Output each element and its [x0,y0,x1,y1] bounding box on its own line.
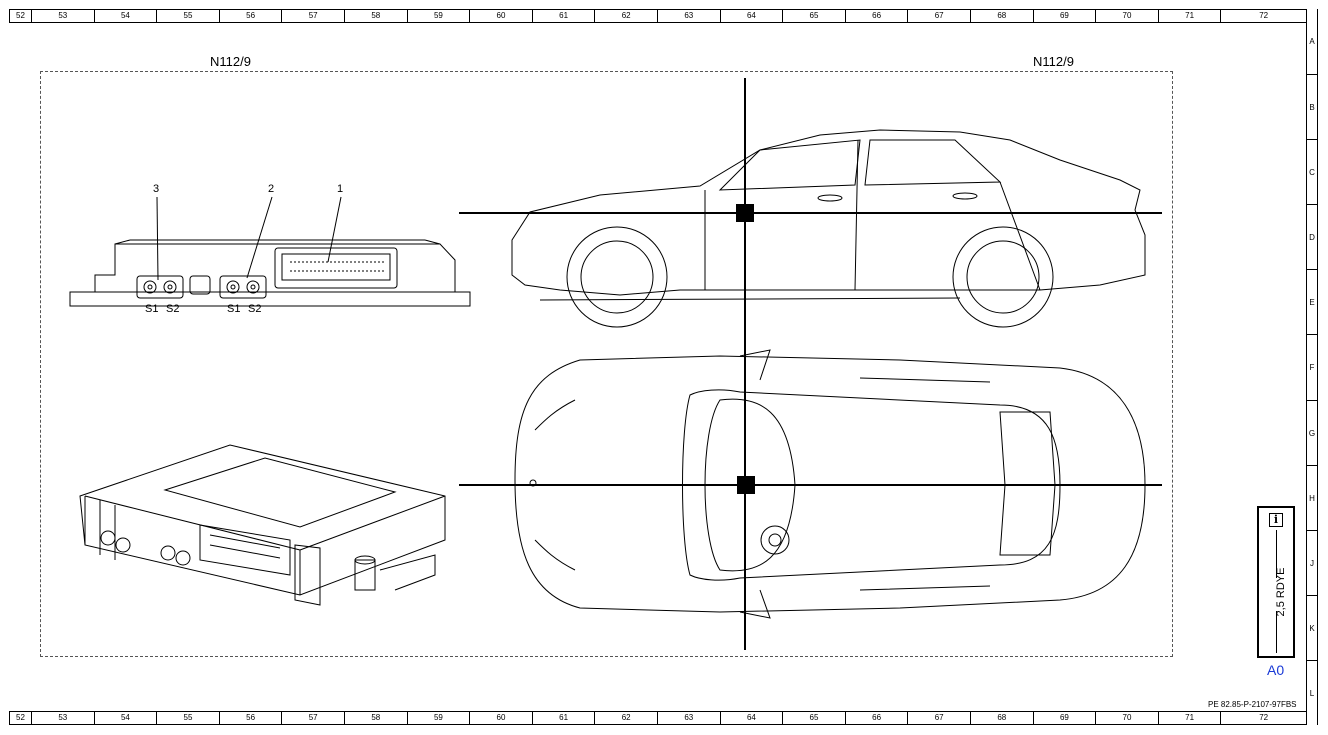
ruler-column-68: 68 [970,9,1033,23]
ruler-column-57: 57 [281,9,344,23]
ruler-row-G: G [1307,399,1317,465]
component-frame [40,71,1173,657]
legend-line-top [1276,530,1277,578]
mounting-point-top [737,476,755,494]
ruler-column-62: 62 [594,9,657,23]
ruler-row-K: K [1307,594,1317,660]
ruler-column-64: 64 [719,9,783,23]
ruler-column-63: 63 [657,9,720,23]
ruler-column-52: 52 [9,711,31,725]
callout-3: 3 [153,183,160,195]
ruler-column-55: 55 [156,711,219,725]
sheet-code: A0 [1267,662,1285,678]
info-icon: i [1269,513,1283,527]
ruler-column-66: 66 [844,711,908,725]
ruler-row-B: B [1307,74,1317,139]
ruler-column-55: 55 [156,9,219,23]
ruler-column-52: 52 [9,9,31,23]
ruler-row-F: F [1307,334,1317,399]
ruler-column-69: 69 [1032,711,1096,725]
ruler-row-A: A [1309,37,1315,46]
ruler-column-54: 54 [93,711,157,725]
legend-box: i 2,5 RDYE [1257,506,1295,658]
ruler-column-57: 57 [281,711,344,725]
callout-1: 1 [337,183,344,195]
mounting-point-side [736,204,754,222]
ruler-column-66: 66 [844,9,908,23]
ruler-column-53: 53 [31,9,94,23]
ruler-column-70: 70 [1095,9,1158,23]
ruler-column-69: 69 [1032,9,1096,23]
ruler-column-58: 58 [344,9,407,23]
ruler-column-60: 60 [469,711,532,725]
ruler-column-53: 53 [31,711,94,725]
ruler-column-59: 59 [406,711,470,725]
control-unit-front-view [69,196,471,307]
ruler-column-54: 54 [93,9,157,23]
ruler-column-72: 72 [1220,711,1306,725]
ruler-column-59: 59 [406,9,470,23]
ruler-column-68: 68 [970,711,1033,725]
ruler-column-56: 56 [218,9,282,23]
ruler-column-72: 72 [1220,9,1306,23]
ruler-column-71: 71 [1157,9,1221,23]
ruler-column-65: 65 [782,711,845,725]
component-label-left: N112/9 [210,54,251,69]
ruler-column-60: 60 [469,9,532,23]
component-label-right: N112/9 [1033,54,1074,69]
legend-line-bottom [1276,611,1277,653]
ruler-column-67: 67 [907,9,970,23]
ruler-column-61: 61 [531,9,595,23]
ruler-row-L: L [1307,659,1317,725]
ruler-column-64: 64 [719,711,783,725]
ruler-row-D: D [1307,204,1317,269]
vehicle-side-view [511,129,1146,328]
ruler-column-63: 63 [657,711,720,725]
ruler-column-71: 71 [1157,711,1221,725]
ruler-row-J: J [1307,529,1317,595]
ruler-column-62: 62 [594,711,657,725]
control-unit-iso-view [79,444,446,606]
ruler-row-H: H [1307,464,1317,530]
ruler-row-E: E [1307,269,1317,334]
document-reference: PE 82.85-P-2107-97FBS [1208,700,1297,709]
ruler-column-67: 67 [907,711,970,725]
ruler-column-58: 58 [344,711,407,725]
ruler-row-C: C [1307,139,1317,204]
ruler-column-65: 65 [782,9,845,23]
mounting-location-markers [459,78,1162,650]
ruler-column-70: 70 [1095,711,1158,725]
ruler-column-61: 61 [531,711,595,725]
callout-2: 2 [268,183,275,195]
ruler-column-56: 56 [218,711,282,725]
